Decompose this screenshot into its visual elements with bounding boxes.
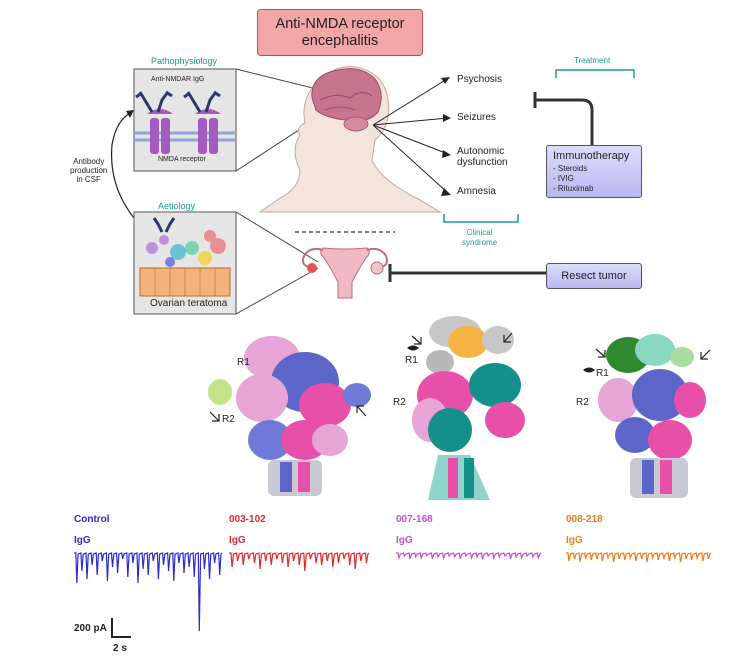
nmda-receptor-label: NMDA receptor: [158, 156, 206, 163]
title-box: Anti-NMDA receptor encephalitis: [257, 9, 423, 56]
symptom-seizures: Seizures: [457, 112, 496, 123]
teratoma-cells: [146, 230, 226, 267]
immunotherapy-box: Immunotherapy - Steroids - IVIG - Rituxi…: [546, 145, 642, 198]
scale-bar: [111, 618, 131, 638]
receptor-structure-left: [208, 336, 371, 496]
uterus: [302, 247, 388, 299]
anti-nmdar-igg-label: Anti-NMDAR IgG: [151, 76, 205, 83]
symptom-arrows: [372, 78, 449, 194]
r1-label-middle: R1: [405, 355, 418, 366]
therapy-rituximab: - Rituximab: [553, 184, 594, 193]
traces-layer: [74, 552, 712, 632]
receptor-structure-right: [598, 334, 706, 498]
scale-time-label: 2 s: [113, 643, 127, 654]
therapy-ivig: - IVIG: [553, 174, 574, 183]
brain: [311, 68, 382, 122]
trace-sub-control: IgG: [74, 535, 91, 546]
trace-name-control: Control: [74, 514, 110, 525]
igg-antibody-left: [135, 90, 173, 113]
r1-label-left: R1: [237, 357, 250, 368]
symptom-autonomic: Autonomic: [457, 146, 505, 157]
title-line1: Anti-NMDA receptor: [275, 15, 405, 32]
trace-1: [229, 552, 370, 572]
receptor-structure-middle: [412, 316, 525, 500]
r2-label-left: R2: [222, 414, 235, 425]
ovarian-tumor-right: [370, 261, 384, 275]
connector-uterus-bottom: [235, 267, 319, 315]
clinical-syndrome-line1: Clinical: [466, 228, 493, 237]
connector-uterus-top: [235, 211, 319, 263]
immunotherapy-title: Immunotherapy: [553, 150, 630, 162]
title-line2: encephalitis: [301, 32, 379, 49]
resect-tumor-label: Resect tumor: [561, 270, 627, 282]
antibody-production-line1: Antibody: [73, 157, 105, 166]
r2-label-middle: R2: [393, 397, 406, 408]
nmda-receptor-left: [147, 109, 173, 154]
clinical-syndrome-label: Clinical syndrome: [462, 228, 497, 248]
pathophysiology-heading: Pathophysiology: [151, 56, 218, 66]
antibody-production-label: Antibody production in CSF: [70, 157, 107, 184]
clinical-syndrome-bracket: [443, 214, 519, 223]
treatment-heading: Treatment: [574, 56, 611, 65]
head-silhouette: [258, 66, 442, 213]
treatment-bracket: [555, 69, 635, 78]
ovarian-tumor-left: [307, 263, 317, 273]
immunotherapy-list: - Steroids - IVIG - Rituximab: [553, 164, 635, 194]
therapy-inhibit-line: [536, 98, 594, 145]
therapy-steroids: - Steroids: [553, 164, 588, 173]
aetiology-heading: Aetiology: [158, 201, 196, 211]
trace-name-007-168: 007-168: [396, 514, 433, 525]
trace-name-008-218: 008-218: [566, 514, 603, 525]
resect-tumor-box: Resect tumor: [546, 263, 642, 289]
cerebellum: [343, 116, 369, 132]
trace-2: [396, 552, 542, 561]
pathophysiology-panel: [133, 68, 237, 172]
aetiology-panel: [133, 211, 237, 315]
nmda-receptor-right: [195, 109, 221, 154]
trace-name-003-102: 003-102: [229, 514, 266, 525]
igg-antibody-aetiology: [152, 217, 176, 233]
antibody-production-arrow: [110, 111, 141, 226]
symptom-dysfunction: dysfunction: [457, 157, 508, 168]
trace-0: [74, 552, 223, 632]
trace-3: [566, 552, 712, 563]
ovarian-teratoma-label: Ovarian teratoma: [150, 298, 228, 309]
igg-antibody-right: [183, 90, 221, 113]
trace-sub-003-102: IgG: [229, 535, 246, 546]
antibody-production-line2: production: [70, 166, 108, 175]
trace-sub-008-218: IgG: [566, 535, 583, 546]
symptom-amnesia: Amnesia: [457, 186, 496, 197]
trace-sub-007-168: IgG: [396, 535, 413, 546]
clinical-syndrome-line2: syndrome: [462, 238, 498, 247]
r1-label-right: R1: [596, 368, 609, 379]
r2-label-right: R2: [576, 397, 589, 408]
symptom-psychosis: Psychosis: [457, 74, 503, 85]
scale-current-label: 200 pA: [74, 623, 107, 634]
antibody-production-line3: in CSF: [76, 175, 101, 184]
